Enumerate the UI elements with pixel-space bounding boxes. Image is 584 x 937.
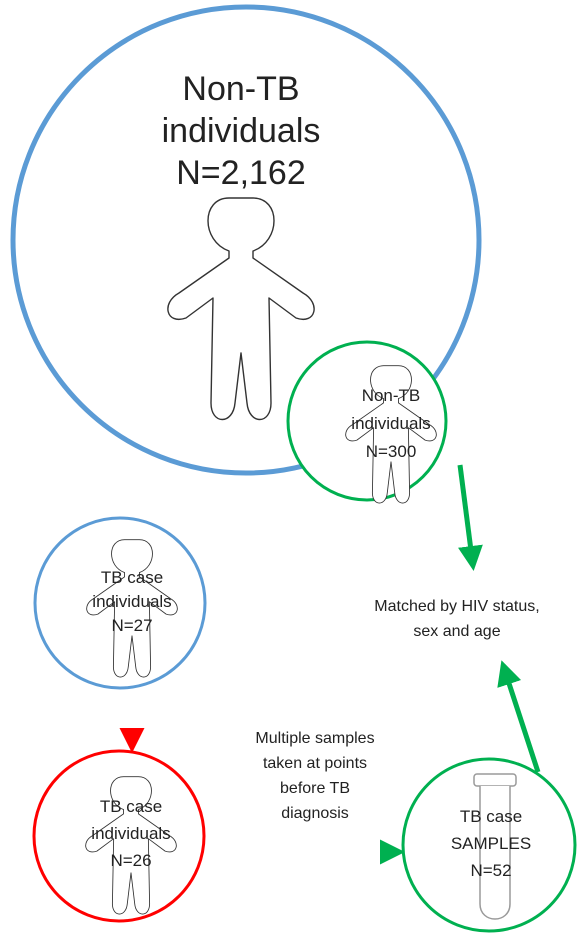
tb-samples-node: TB case SAMPLES N=52: [401, 757, 577, 933]
non-tb-matched-title-line1: Non-TB: [362, 386, 421, 405]
non-tb-population-node: Non-TB individuals N=2,162: [10, 4, 482, 476]
non-tb-population-count: N=2,162: [176, 154, 306, 192]
sampling-note-line4: diagnosis: [281, 805, 349, 822]
non-tb-matched-count: N=300: [366, 442, 417, 461]
tb-case-initial-node: TB case individuals N=27: [33, 516, 207, 690]
tb-case-initial-count: N=27: [111, 616, 152, 635]
non-tb-population-circle: [10, 4, 482, 476]
tb-case-final-count: N=26: [110, 851, 151, 870]
tb-case-initial-circle: [33, 516, 207, 690]
tb-case-initial-title-line1: TB case: [101, 568, 163, 587]
non-tb-matched-title-line2: individuals: [351, 414, 430, 433]
non-tb-population-title-line2: individuals: [162, 112, 321, 150]
matching-criteria-line2: sex and age: [413, 623, 500, 640]
sampling-note-line1: Multiple samples: [255, 730, 374, 747]
tb-samples-count: N=52: [470, 861, 511, 880]
tb-samples-title-line2: SAMPLES: [451, 834, 531, 853]
arrow-matched-to-label: [457, 464, 483, 571]
arrow-samples-to-label: [497, 660, 541, 773]
non-tb-matched-node: Non-TB individuals N=300: [286, 340, 448, 504]
tb-case-final-title-line1: TB case: [100, 797, 162, 816]
tb-samples-title-line1: TB case: [460, 807, 522, 826]
tb-case-final-title-line2: individuals: [91, 824, 170, 843]
person-outline-icon: [167, 197, 315, 421]
sampling-note-line3: before TB: [280, 780, 350, 797]
matching-criteria-line1: Matched by HIV status,: [374, 598, 539, 615]
non-tb-population-title-line1: Non-TB: [182, 70, 299, 108]
tb-case-initial-title-line2: individuals: [92, 592, 171, 611]
test-tube-icon: [473, 773, 517, 920]
tb-case-final-circle: [32, 749, 206, 923]
tb-case-final-node: TB case individuals N=26: [32, 749, 206, 923]
sampling-note-line2: taken at points: [263, 755, 367, 772]
